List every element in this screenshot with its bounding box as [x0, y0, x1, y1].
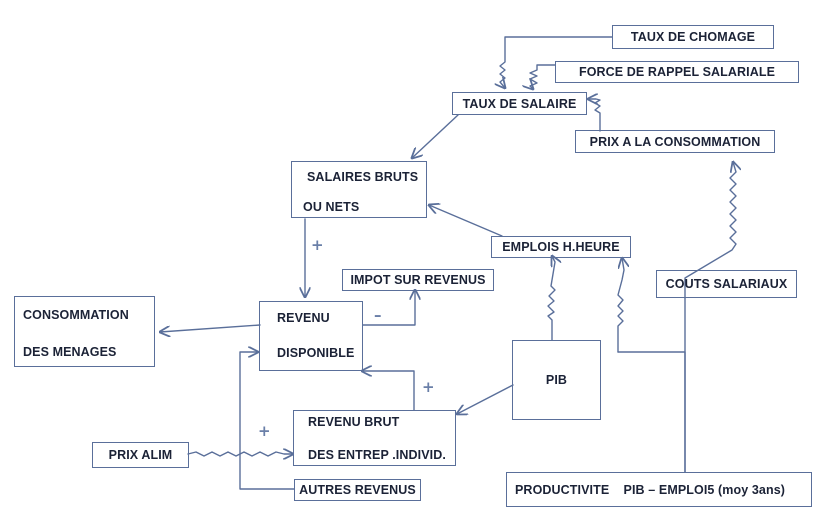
node-salaires-bruts: SALAIRES BRUTS OU NETS [291, 161, 427, 218]
line-prod-to-emplois-base [617, 351, 686, 473]
sign-minus-revenu-impot: – [374, 306, 382, 324]
arrow-pib-to-revenu-brut [457, 384, 514, 414]
node-prix-alim: PRIX ALIM [92, 442, 189, 468]
arrow-autres-to-revenu [239, 352, 295, 490]
node-autres-revenus-label: AUTRES REVENUS [299, 483, 416, 497]
node-productivite: PRODUCTIVITE PIB – EMPLOI5 (moy 3ans) [506, 472, 812, 507]
arrow-chomage-to-salaire [500, 36, 613, 88]
arrow-emplois-to-bruts [429, 205, 503, 237]
node-salaires-bruts-line2: OU NETS [303, 200, 360, 214]
node-consommation-line1: CONSOMMATION [23, 308, 129, 322]
node-revenu-brut-line1: REVENU BRUT [308, 415, 400, 429]
node-revenu-brut-line2: DES ENTREP .INDIVID. [308, 448, 446, 462]
node-revenu-brut: REVENU BRUT DES ENTREP .INDIVID. [293, 410, 456, 466]
arrow-revenu-brut-to-revenu [362, 371, 415, 411]
node-taux-salaire-label: TAUX DE SALAIRE [462, 96, 577, 111]
arrow-couts-to-prix [684, 162, 736, 299]
node-salaires-bruts-line1: SALAIRES BRUTS [307, 170, 419, 184]
node-impot-label: IMPOT SUR REVENUS [350, 273, 486, 287]
arrow-prod-to-emplois [618, 258, 624, 353]
node-taux-chomage-label: TAUX DE CHOMAGE [630, 30, 756, 44]
node-force-rappel-label: FORCE DE RAPPEL SALARIALE [578, 65, 776, 79]
node-prix-alim-label: PRIX ALIM [108, 448, 173, 462]
node-revenu-disponible: REVENU DISPONIBLE [259, 301, 363, 371]
sign-plus-prix-alim: + [258, 422, 271, 440]
node-couts-salariaux: COUTS SALARIAUX [656, 270, 797, 298]
node-pib: PIB [512, 340, 601, 420]
node-prix-consommation-label: PRIX A LA CONSOMMATION [589, 134, 761, 149]
node-revenu-line2: DISPONIBLE [277, 346, 355, 360]
node-pib-label: PIB [545, 373, 568, 387]
node-impot: IMPOT SUR REVENUS [342, 269, 494, 291]
arrow-salaire-to-bruts [412, 114, 459, 158]
node-taux-chomage: TAUX DE CHOMAGE [612, 25, 774, 49]
arrow-prix-to-salaire [588, 99, 601, 132]
node-couts-salariaux-label: COUTS SALARIAUX [665, 277, 788, 291]
sign-plus-revenu-brut: + [422, 378, 435, 396]
node-productivite-label: PRODUCTIVITE PIB – EMPLOI5 (moy 3ans) [515, 483, 786, 497]
arrow-force-to-salaire [530, 64, 556, 89]
arrow-revenu-to-conso [160, 324, 261, 332]
node-taux-salaire: TAUX DE SALAIRE [452, 92, 587, 115]
node-emplois: EMPLOIS H.HEURE [491, 236, 631, 258]
node-revenu-line1: REVENU [277, 311, 330, 325]
node-consommation-line2: DES MENAGES [23, 345, 117, 359]
arrow-revenu-to-impot [362, 290, 415, 326]
sign-plus-salaires-revenu: + [311, 236, 324, 254]
node-autres-revenus: AUTRES REVENUS [294, 479, 421, 501]
node-emplois-label: EMPLOIS H.HEURE [502, 240, 620, 254]
node-prix-consommation: PRIX A LA CONSOMMATION [575, 130, 775, 153]
node-force-rappel: FORCE DE RAPPEL SALARIALE [555, 61, 799, 83]
node-consommation: CONSOMMATION DES MENAGES [14, 296, 155, 367]
arrow-pib-to-emplois [547, 256, 555, 341]
